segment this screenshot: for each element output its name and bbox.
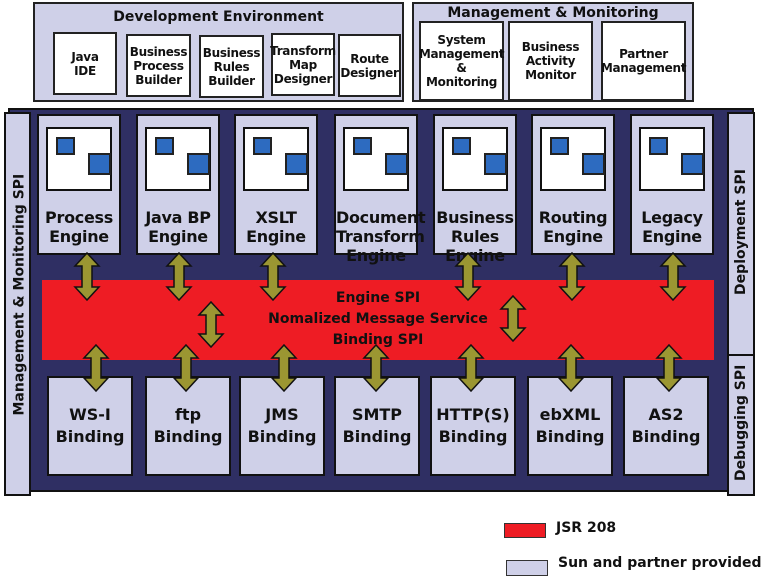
tool-java-ide[interactable]: Java IDE [53, 32, 117, 95]
double-arrow-icon [362, 343, 390, 393]
engine-box[interactable]: Document Transform Engine [334, 114, 426, 265]
component-square-icon [582, 153, 605, 175]
tool-system-management-monitoring[interactable]: System Management & Monitoring [419, 21, 504, 101]
engine-box[interactable]: XSLT Engine [234, 114, 318, 255]
tool-business-rules-builder[interactable]: Business Rules Builder [199, 35, 264, 98]
component-square-icon [649, 137, 668, 155]
component-square-icon [155, 137, 174, 155]
management-monitoring-title: Management & Monitoring [447, 5, 659, 21]
legend-swatch-jsr208 [504, 523, 546, 538]
engine-box[interactable]: Legacy Engine [630, 114, 714, 255]
double-arrow-icon [270, 343, 298, 393]
component-square-icon [88, 153, 111, 175]
engine-component-window [243, 127, 309, 191]
engine-label: Process Engine [45, 208, 113, 246]
double-arrow-icon [457, 343, 485, 393]
engine-label: Routing Engine [538, 208, 608, 246]
engine-label: Document Transform Engine [336, 208, 426, 265]
double-arrow-icon [659, 251, 687, 302]
double-arrow-icon [454, 251, 482, 302]
engine-label: Legacy Engine [641, 208, 703, 246]
binding-box[interactable]: SMTP Binding [334, 376, 420, 476]
engine-label: XSLT Engine [246, 208, 306, 246]
double-arrow-icon [73, 251, 101, 302]
engine-box[interactable]: Business Rules Engine [433, 114, 517, 265]
component-square-icon [253, 137, 272, 155]
binding-box[interactable]: AS2 Binding [623, 376, 709, 476]
component-square-icon [385, 153, 408, 175]
engine-component-window [343, 127, 409, 191]
double-arrow-icon [259, 251, 287, 302]
deployment-spi: Deployment SPI [727, 112, 755, 356]
component-square-icon [285, 153, 308, 175]
component-square-icon [452, 137, 471, 155]
engine-box[interactable]: Java BP Engine [136, 114, 220, 255]
deployment-spi-label: Deployment SPI [733, 169, 749, 295]
binding-box[interactable]: ebXML Binding [527, 376, 613, 476]
engine-component-window [540, 127, 606, 191]
nms-labels: Engine SPI Nomalized Message Service Bin… [42, 288, 714, 351]
double-arrow-icon [172, 343, 200, 393]
double-arrow-icon [558, 251, 586, 302]
double-arrow-icon [165, 251, 193, 302]
engine-component-window [145, 127, 211, 191]
component-square-icon [56, 137, 75, 155]
binding-box[interactable]: ftp Binding [145, 376, 231, 476]
tool-route-designer[interactable]: Route Designer [338, 34, 401, 97]
double-arrow-icon [557, 343, 585, 393]
engine-box[interactable]: Process Engine [37, 114, 121, 255]
component-square-icon [550, 137, 569, 155]
double-arrow-icon [197, 300, 225, 349]
development-environment-title: Development Environment [113, 9, 324, 25]
binding-box[interactable]: JMS Binding [239, 376, 325, 476]
tool-business-process-builder[interactable]: Business Process Builder [126, 34, 191, 97]
legend-label-jsr208: JSR 208 [556, 520, 617, 536]
binding-spi-label: Binding SPI [332, 332, 424, 348]
tool-business-activity-monitor[interactable]: Business Activity Monitor [508, 21, 593, 101]
engine-spi-label: Engine SPI [335, 290, 421, 306]
binding-box[interactable]: HTTP(S) Binding [430, 376, 516, 476]
component-square-icon [484, 153, 507, 175]
management-monitoring-spi-label: Management & Monitoring SPI [11, 173, 28, 416]
double-arrow-icon [499, 294, 527, 343]
legend-label-provided: Sun and partner provided [558, 555, 762, 571]
component-square-icon [681, 153, 704, 175]
management-monitoring-spi: Management & Monitoring SPI [4, 112, 31, 496]
double-arrow-icon [655, 343, 683, 393]
development-environment-panel: Development Environment Java IDE Busines… [33, 2, 404, 102]
engine-label: Java BP Engine [145, 208, 211, 246]
tool-partner-management[interactable]: Partner Management [601, 21, 686, 101]
nms-label: Nomalized Message Service [268, 311, 488, 327]
engine-box[interactable]: Routing Engine [531, 114, 615, 255]
component-square-icon [187, 153, 210, 175]
engine-component-window [639, 127, 705, 191]
component-square-icon [353, 137, 372, 155]
management-monitoring-panel: Management & Monitoring System Managemen… [412, 2, 694, 102]
engine-component-window [46, 127, 112, 191]
engine-component-window [442, 127, 508, 191]
debugging-spi: Debugging SPI [727, 354, 755, 496]
tool-transform-map-designer[interactable]: Transform Map Designer [270, 33, 336, 96]
debugging-spi-label: Debugging SPI [733, 364, 749, 481]
binding-box[interactable]: WS-I Binding [47, 376, 133, 476]
engine-label: Business Rules Engine [436, 208, 514, 265]
double-arrow-icon [82, 343, 110, 393]
legend-swatch-provided [506, 560, 548, 576]
